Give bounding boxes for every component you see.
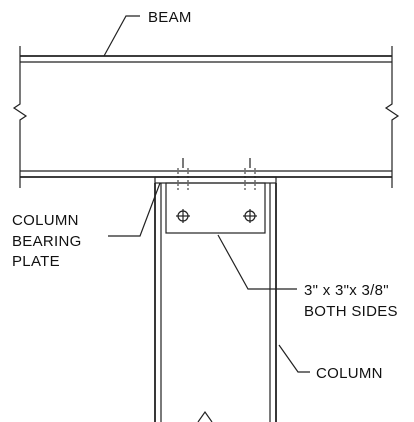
- label-column: COLUMN: [316, 365, 383, 382]
- bearing-plate-leader: [108, 182, 161, 237]
- hidden-bolts: [177, 158, 256, 192]
- angle-clip-plate: [165, 182, 266, 234]
- label-angle-both-sides: BOTH SIDES: [304, 303, 398, 320]
- column-leader: [278, 344, 310, 373]
- labels: BEAM COLUMN BEARING PLATE 3" x 3"x 3/8" …: [12, 9, 398, 382]
- label-column-bearing-plate-line1: COLUMN: [12, 212, 79, 229]
- beam-left-break-line: [12, 46, 28, 188]
- label-beam: BEAM: [148, 9, 192, 26]
- beam: [12, 46, 400, 188]
- column: [154, 176, 277, 422]
- section-arrow-marker: [197, 410, 213, 422]
- angle-clip: [165, 182, 266, 234]
- beam-leader: [103, 15, 140, 57]
- label-column-bearing-plate-line2: BEARING: [12, 233, 82, 250]
- angle-leader: [217, 234, 297, 290]
- label-angle-size: 3" x 3"x 3/8": [304, 282, 389, 299]
- label-column-bearing-plate-line3: PLATE: [12, 253, 60, 270]
- leaders: [103, 15, 310, 373]
- beam-right-break-line: [384, 46, 400, 188]
